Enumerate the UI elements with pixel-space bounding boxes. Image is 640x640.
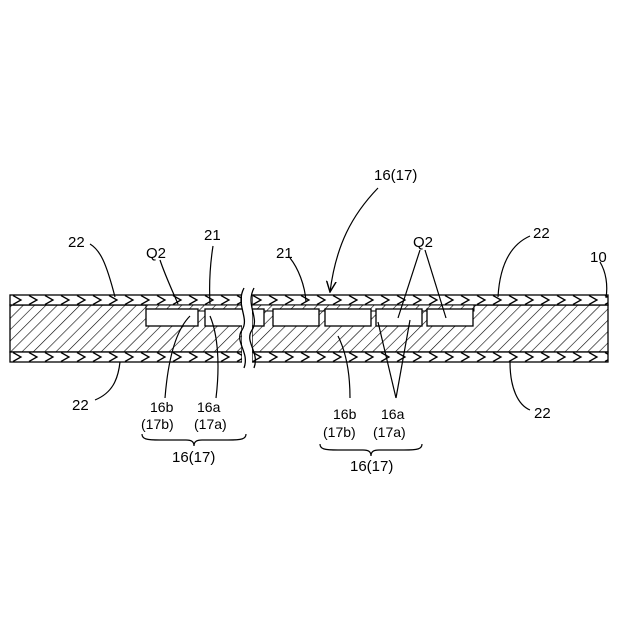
laminate-left-section (10, 295, 243, 362)
brace-right (320, 444, 422, 456)
label-group-right: 16(17) (350, 458, 393, 475)
bottom-protective-layer-right (252, 352, 608, 362)
label-22-top-right: 22 (533, 225, 550, 242)
label-22-top-left: 22 (68, 234, 85, 251)
label-17a-right: (17a) (373, 424, 406, 440)
label-16b-left: 16b (150, 399, 174, 415)
laminate-right-section (252, 295, 608, 362)
label-21-right: 21 (276, 245, 293, 262)
top-protective-layer-left (10, 295, 242, 305)
label-16-17-top: 16(17) (374, 167, 417, 184)
cavity-d-right (427, 309, 473, 326)
cavity-a-right (273, 309, 319, 326)
label-16a-right: 16a (381, 406, 405, 422)
label-22-bottom-right: 22 (534, 405, 551, 422)
cavity-16b-right (325, 309, 371, 326)
label-22-bottom-left: 22 (72, 397, 89, 414)
label-21-left: 21 (204, 227, 221, 244)
label-10: 10 (590, 249, 607, 266)
leader-22-top-right (498, 236, 530, 297)
label-17b-left: (17b) (141, 416, 174, 432)
leader-10 (600, 262, 607, 298)
leader-16-17-top (330, 188, 378, 292)
label-q2-right: Q2 (413, 234, 433, 251)
bottom-protective-layer-left (10, 352, 242, 362)
cavity-16a-right (376, 309, 422, 326)
label-17a-left: (17a) (194, 416, 227, 432)
brace-left (142, 434, 246, 446)
cavity-16b-left (146, 309, 198, 326)
leader-22-bottom-right (510, 362, 530, 410)
leader-22-bottom-left (95, 362, 120, 400)
label-17b-right: (17b) (323, 424, 356, 440)
leader-22-top-left (90, 244, 115, 297)
label-group-left: 16(17) (172, 449, 215, 466)
label-q2-left: Q2 (146, 245, 166, 262)
label-16a-left: 16a (197, 399, 221, 415)
label-16b-right: 16b (333, 406, 357, 422)
